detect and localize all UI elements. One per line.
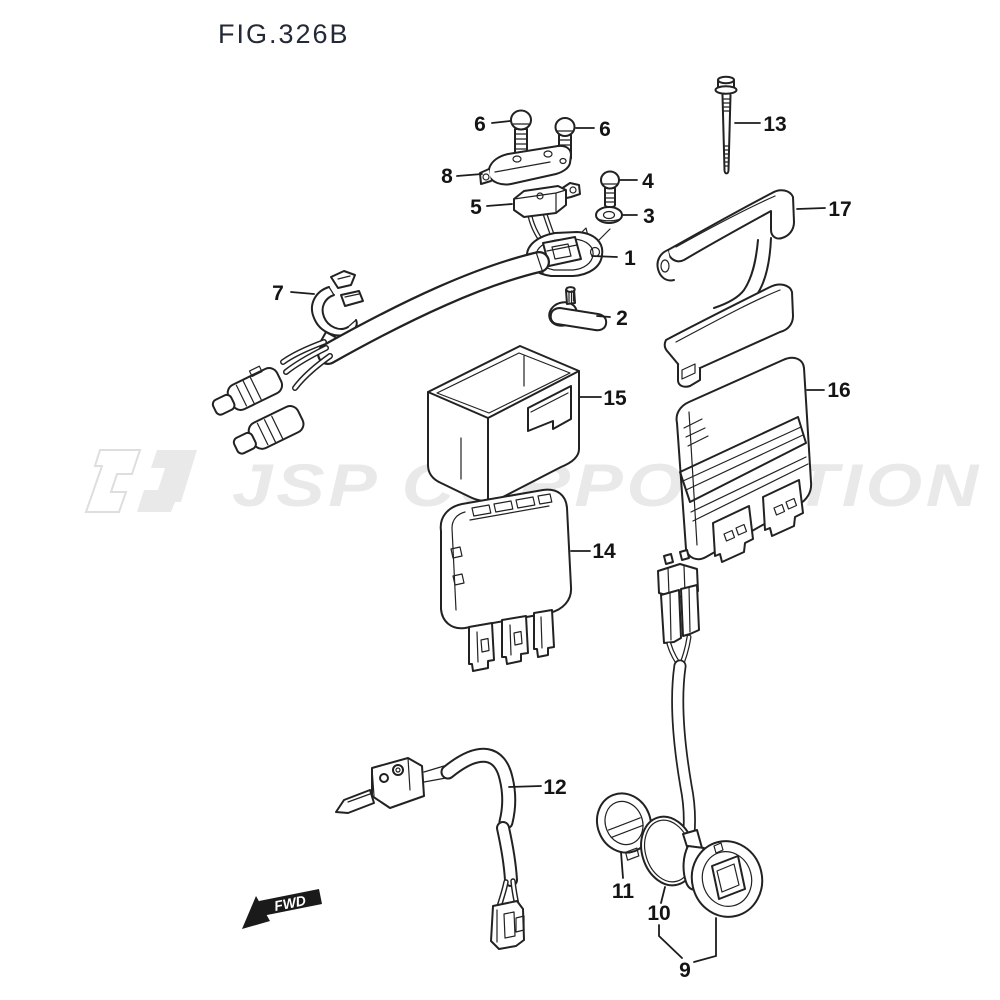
harness-connector-upper (211, 365, 284, 416)
part-label-15: 15 (603, 387, 627, 410)
part-label-6-right: 6 (599, 118, 611, 141)
part-label-11: 11 (612, 880, 635, 903)
part-17-holder-drawing (656, 189, 795, 388)
part-4-screw-drawing (600, 170, 620, 209)
part-label-3: 3 (643, 205, 655, 228)
watermark: JSP CORPORATION (84, 449, 982, 519)
part-13-bolt-drawing (714, 75, 738, 175)
figure-title: FIG.326B (218, 19, 350, 49)
part-label-13: 13 (763, 113, 786, 136)
harness-connector-lower (232, 405, 305, 455)
part-11-ring-drawing (596, 792, 652, 861)
part-12-lead-wire-drawing (335, 747, 525, 950)
watermark-text: JSP CORPORATION (232, 452, 982, 519)
part-label-8: 8 (441, 165, 453, 188)
part-label-16: 16 (827, 379, 850, 402)
part-label-10: 10 (647, 902, 670, 925)
part-label-4: 4 (642, 170, 654, 193)
part-15-cover-drawing (427, 345, 580, 503)
part-label-9: 9 (679, 959, 691, 982)
part-label-14: 14 (592, 540, 616, 563)
part-8-bracket-drawing (479, 144, 572, 186)
part-label-17: 17 (828, 198, 851, 221)
part-3-washer-drawing (595, 206, 623, 224)
part-label-7: 7 (272, 282, 284, 305)
part-9-receptacle-drawing (682, 829, 764, 918)
part-label-12: 12 (543, 776, 566, 799)
part-number-labels: 6 6 8 4 5 3 1 2 7 13 17 15 16 14 12 11 1… (272, 113, 852, 982)
part-2-terminal-drawing (548, 286, 608, 332)
part-label-1: 1 (624, 247, 636, 270)
fwd-label: FWD (273, 892, 307, 914)
leader-lines (290, 120, 826, 963)
part-label-5: 5 (470, 196, 482, 219)
part-16-ecu-drawing (675, 356, 813, 563)
part-label-2: 2 (616, 307, 628, 330)
part-9-cable-connector-drawing (657, 549, 700, 839)
watermark-logo-solid (137, 450, 197, 512)
part-6-screw-left-drawing (510, 109, 532, 158)
watermark-logo-outline (84, 449, 142, 513)
part-14-ecu-drawing (439, 488, 573, 672)
fwd-arrow: FWD (242, 889, 322, 929)
main-harness-drawing (211, 251, 550, 455)
part-label-6-left: 6 (474, 113, 486, 136)
